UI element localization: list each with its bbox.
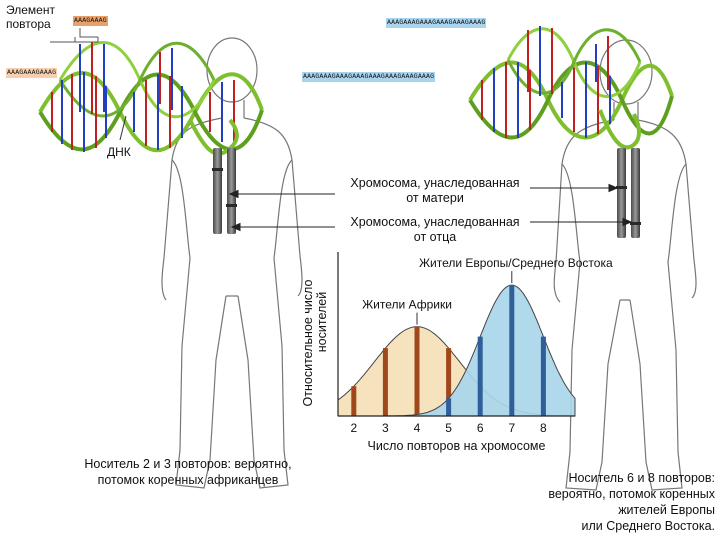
x-tick-label-5: 5 — [445, 421, 452, 435]
right-dna-helix — [468, 26, 674, 150]
left-human-figure — [161, 37, 303, 489]
x-tick-label-4: 4 — [414, 421, 421, 435]
x-tick-label-2: 2 — [350, 421, 357, 435]
series-2-legend-label: Жители Европы/Среднего Востока — [419, 256, 613, 270]
right-caption-line2: вероятно, потомок коренных — [548, 487, 715, 501]
series-1-bar-2 — [351, 386, 357, 416]
arrow-mother — [228, 183, 619, 199]
left-caption-line1: Носитель 2 и 3 повторов: вероятно, — [84, 457, 292, 471]
series-2-bar-5 — [446, 398, 452, 416]
mother-chromosome-label-line2: от матери — [406, 191, 464, 205]
right-caption-line3: жителей Европы — [618, 503, 715, 517]
series-1-bar-4 — [414, 326, 420, 416]
x-axis-label: Число повторов на хромосоме — [368, 439, 546, 453]
mother-chromosome-label-line1: Хромосома, унаследованная — [350, 176, 520, 190]
y-axis-label-line1: Относительное число — [301, 280, 315, 407]
series-1-bar-3 — [382, 348, 388, 416]
series-2-bar-6 — [477, 336, 483, 416]
dna-label: ДНК — [107, 145, 131, 159]
left-caption: Носитель 2 и 3 повторов: вероятно, потом… — [78, 456, 298, 488]
right-caption-line4: или Среднего Востока. — [581, 519, 716, 533]
father-chromosome-label-line2: от отца — [413, 230, 457, 244]
right-caption: Носитель 6 и 8 повторов: вероятно, потом… — [530, 470, 715, 534]
right-repeat-sequence-mid: AAAGAAAGAAAGAAAGAAAGAAAGAAAGAAAG — [302, 72, 436, 82]
repeat-element-seq-text: AAAGAAAG — [73, 16, 108, 26]
repeat-element-label-line1: Элемент — [6, 3, 55, 17]
right-seq-mid-text: AAAGAAAGAAAGAAAGAAAGAAAGAAAGAAAG — [302, 72, 436, 82]
series-2-bar-7 — [509, 285, 515, 416]
father-chromosome-label-line1: Хромосома, унаследованная — [350, 215, 520, 229]
right-caption-line1: Носитель 6 и 8 повторов: — [568, 471, 715, 485]
x-tick-label-7: 7 — [508, 421, 515, 435]
repeat-element-label-line2: повтора — [6, 17, 51, 31]
left-chromosomes — [212, 148, 237, 234]
y-axis-label-line2: носителей — [315, 292, 329, 352]
repeat-element-sequence: AAAGAAAG — [73, 16, 108, 26]
repeat-element-bracket — [50, 28, 99, 43]
left-seq-text: AAAGAAAGAAAG — [6, 68, 58, 78]
x-tick-label-3: 3 — [382, 421, 389, 435]
series-1-bar-5 — [446, 348, 452, 416]
left-caption-line2: потомок коренных африканцев — [97, 473, 279, 487]
series-2-bar-8 — [540, 336, 546, 416]
left-repeat-sequence: AAAGAAAGAAAG — [6, 68, 58, 78]
right-repeat-sequence-top: AAAGAAAGAAAGAAAGAAAGAAAG — [386, 18, 487, 28]
left-dna-helix — [38, 41, 264, 156]
right-seq-top-text: AAAGAAAGAAAGAAAGAAAGAAAG — [386, 18, 487, 28]
x-tick-label-6: 6 — [477, 421, 484, 435]
x-tick-label-8: 8 — [540, 421, 547, 435]
right-chromosomes — [616, 148, 641, 238]
arrow-father — [230, 217, 633, 232]
series-1-legend-label: Жители Африки — [362, 298, 452, 312]
